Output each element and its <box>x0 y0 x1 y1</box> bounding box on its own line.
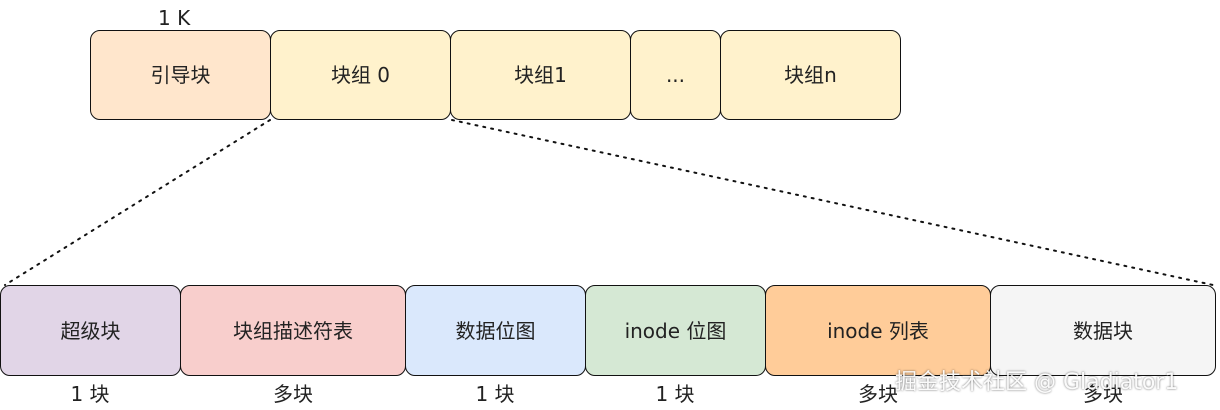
data-blocks-count: 多块 <box>1083 382 1123 406</box>
inode-table-count: 多块 <box>858 382 898 406</box>
connector-right <box>451 119 1214 286</box>
watermark-text: 掘金技术社区 @ Gladiator1 <box>895 370 1179 395</box>
block-group-ellipsis: ... <box>630 30 721 120</box>
superblock: 超级块 <box>0 285 181 376</box>
inode-table: inode 列表 <box>765 285 991 376</box>
boot-block: 引导块 <box>90 30 271 120</box>
data-blocks: 数据块 <box>990 285 1216 376</box>
data-bitmap-count: 1 块 <box>475 382 515 406</box>
block-group-n: 块组n <box>720 30 901 120</box>
size-label: 1 K <box>158 6 191 30</box>
superblock-count: 1 块 <box>70 382 110 406</box>
inode-bitmap-count: 1 块 <box>655 382 695 406</box>
block-group-1: 块组1 <box>450 30 631 120</box>
data-bitmap: 数据位图 <box>405 285 586 376</box>
connector-left <box>4 119 271 286</box>
inode-bitmap: inode 位图 <box>585 285 766 376</box>
group-descriptor-table-count: 多块 <box>273 382 313 406</box>
group-descriptor-table: 块组描述符表 <box>180 285 406 376</box>
block-group-0: 块组 0 <box>270 30 451 120</box>
